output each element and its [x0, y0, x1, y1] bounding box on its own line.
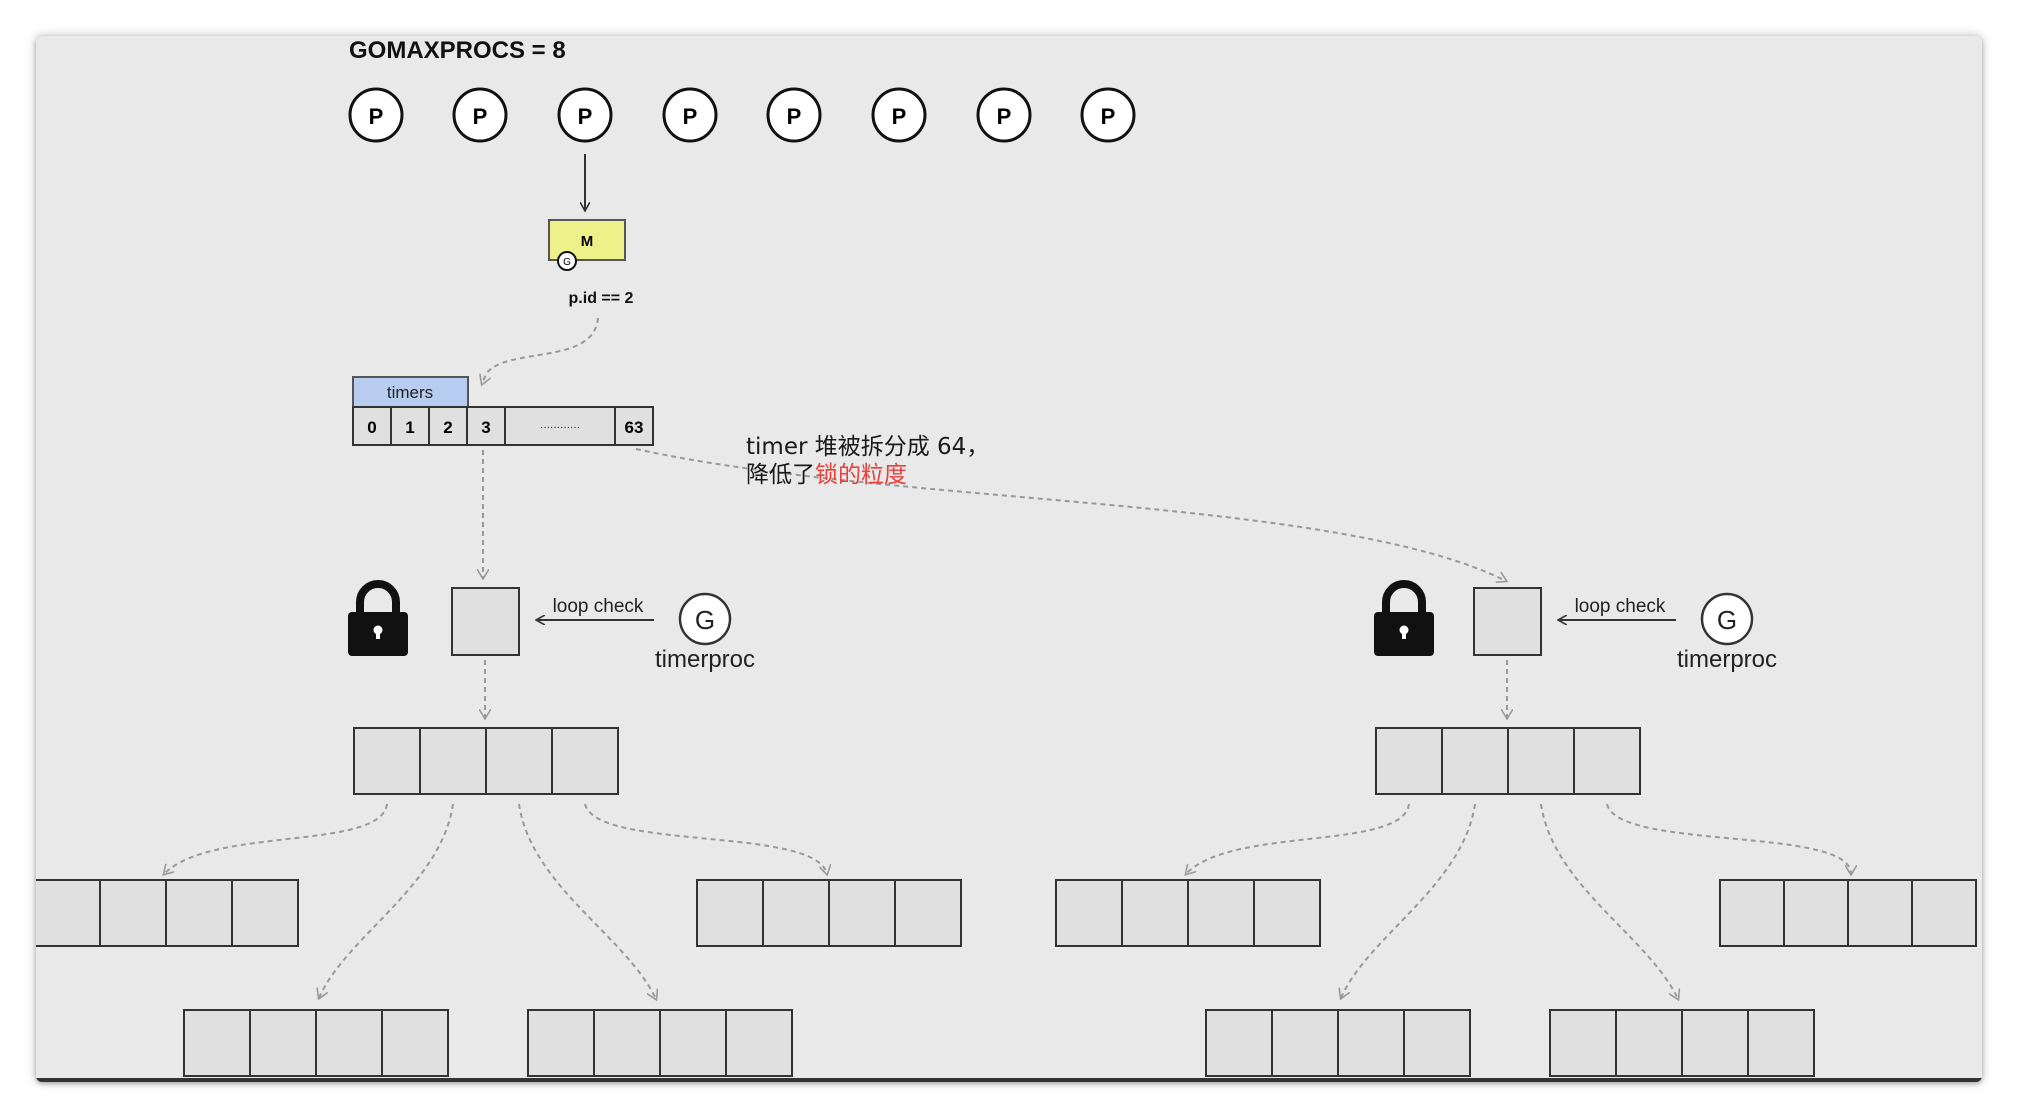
heap-child-arrow — [518, 803, 656, 999]
p-node-label: P — [473, 104, 488, 129]
timer-slot-label: 3 — [481, 418, 490, 437]
loop-check-label: loop check — [1575, 596, 1666, 617]
g-label: G — [1717, 605, 1737, 635]
timerproc-label: timerproc — [655, 646, 755, 673]
m-label: M — [581, 233, 594, 250]
heap-node — [527, 1009, 793, 1077]
heap-node — [696, 879, 962, 947]
diagram-canvas: GOMAXPROCS = 8 P P P P P P P P M G p.id — [36, 36, 1982, 1082]
note-line-1: timer 堆被拆分成 64， — [746, 434, 990, 460]
timerproc-goroutine: G — [1700, 592, 1754, 646]
p-node-label: P — [1101, 104, 1116, 129]
heap-head-box — [451, 587, 520, 656]
timer-slot-array: 0 1 2 3 ············ 63 — [352, 406, 654, 446]
timer-slot-label: 1 — [405, 418, 414, 437]
timerproc-label: timerproc — [1677, 646, 1777, 673]
p-node-label: P — [997, 104, 1012, 129]
lock-icon — [1374, 584, 1434, 656]
p-node-2: P — [452, 87, 508, 143]
timer-slot-label: 63 — [625, 418, 644, 437]
p-node-3: P — [557, 87, 613, 143]
heap-head-box — [1473, 587, 1542, 656]
note-line-2: 降低了锁的粒度 — [746, 461, 989, 489]
timerproc-goroutine: G — [678, 592, 732, 646]
timers-label: timers — [387, 383, 433, 402]
heap-node — [183, 1009, 449, 1077]
m-box: M G — [548, 219, 626, 271]
heap-child-arrow — [319, 803, 454, 998]
heap-node — [1205, 1009, 1471, 1077]
goroutine-badge-icon — [557, 251, 577, 271]
note-highlight: 锁的粒度 — [815, 462, 907, 488]
timer-slot-label: 0 — [367, 418, 376, 437]
heap-child-arrow — [1606, 803, 1851, 874]
timer-slot-label: 2 — [443, 418, 452, 437]
p-node-8: P — [1080, 87, 1136, 143]
heap-child-arrow — [584, 803, 827, 874]
p-node-6: P — [871, 87, 927, 143]
annotation-note: timer 堆被拆分成 64， 降低了锁的粒度 — [746, 433, 989, 489]
lock-icon — [348, 584, 408, 656]
heap-node — [36, 879, 299, 947]
heap-node — [1719, 879, 1977, 947]
p-node-4: P — [662, 87, 718, 143]
p-node-label: P — [369, 104, 384, 129]
heap-child-arrow — [1540, 803, 1678, 999]
note-line-2-prefix: 降低了 — [746, 462, 815, 488]
heap-child-arrow — [1341, 803, 1476, 998]
timer-slot — [428, 406, 468, 446]
timer-slot — [614, 406, 654, 446]
heap-node — [1549, 1009, 1815, 1077]
p-node-5: P — [766, 87, 822, 143]
heap-node — [353, 727, 619, 795]
heap-node — [1375, 727, 1641, 795]
g-label: G — [695, 605, 715, 635]
gomaxprocs-title: GOMAXPROCS = 8 — [349, 37, 566, 64]
p-node-label: P — [787, 104, 802, 129]
timer-slot — [352, 406, 392, 446]
p-node-label: P — [578, 104, 593, 129]
loop-check-label: loop check — [553, 596, 644, 617]
timers-header: timers — [352, 376, 469, 408]
heap-child-arrow — [164, 803, 388, 874]
m-badge-label: G — [563, 257, 571, 268]
p-node-label: P — [683, 104, 698, 129]
p-node-7: P — [976, 87, 1032, 143]
timer-slot — [466, 406, 506, 446]
p-node-label: P — [892, 104, 907, 129]
heap-node — [1055, 879, 1321, 947]
pid-to-timers-arrow — [482, 317, 599, 384]
p-node-1: P — [348, 87, 404, 143]
timer-slot-ellipsis: ············ — [540, 422, 580, 433]
pid-label: p.id == 2 — [569, 290, 634, 307]
slot-to-heap-right-arrow — [635, 448, 1506, 581]
heap-child-arrow — [1186, 803, 1410, 874]
